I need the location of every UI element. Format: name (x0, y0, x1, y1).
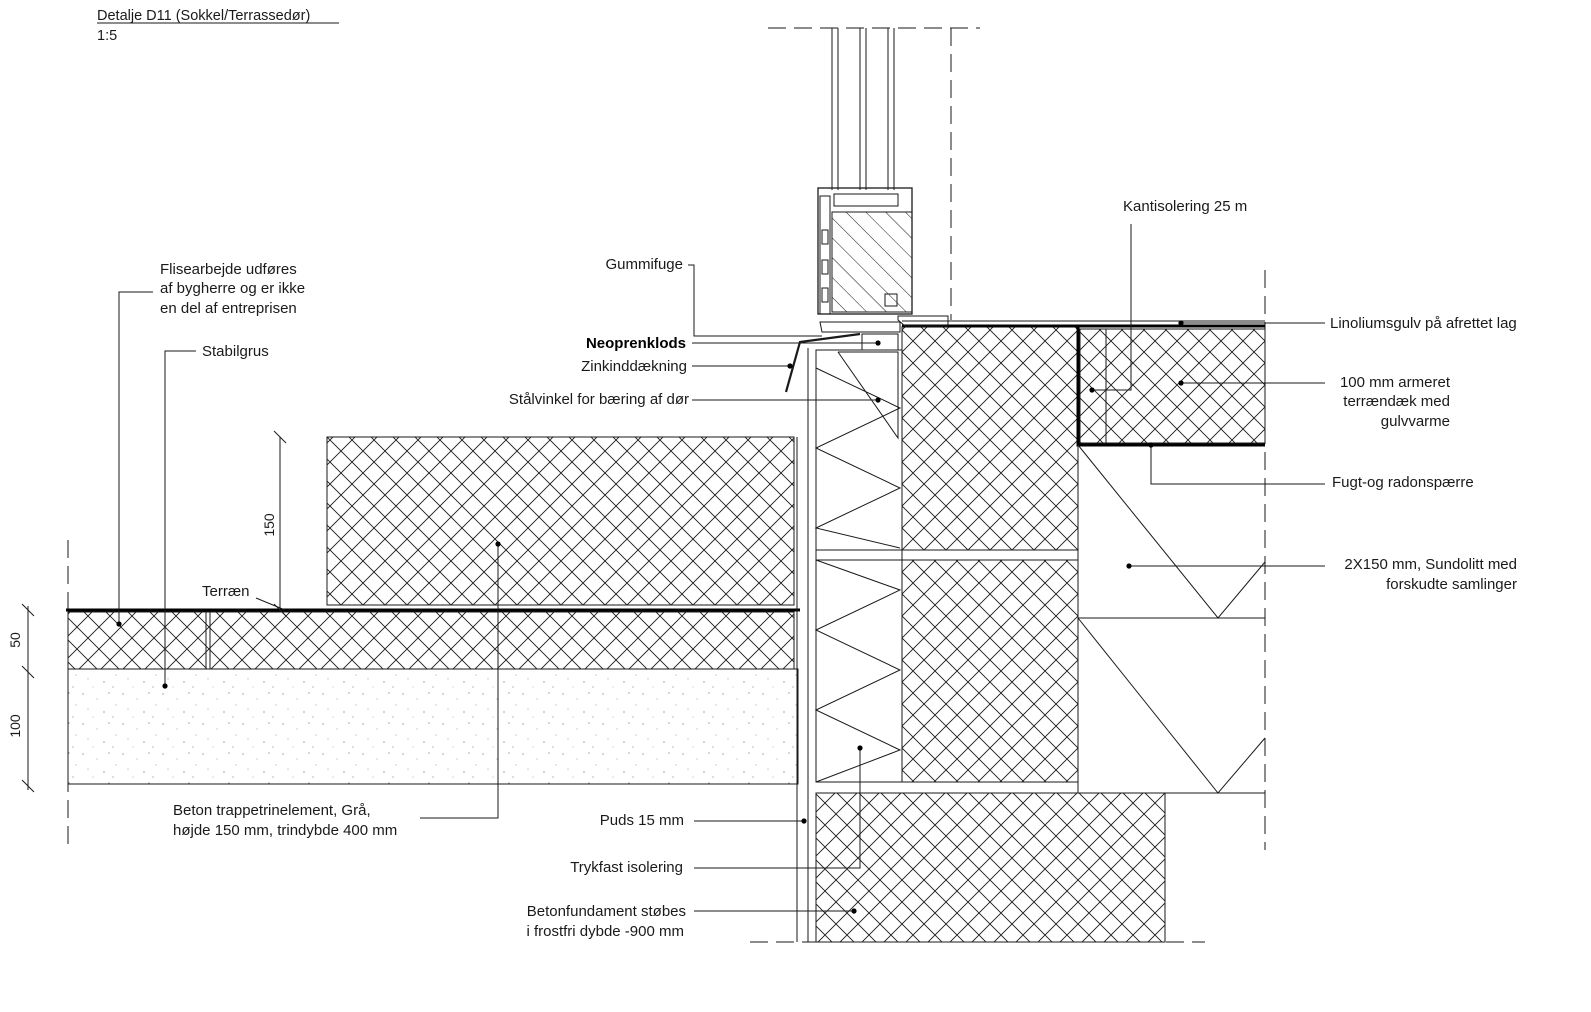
gravel-layer (67, 668, 799, 785)
label-slab-line3: gulvvarme (1381, 413, 1450, 430)
label-linoleum: Linoliumsgulv på afrettet lag (1330, 315, 1517, 332)
foundation-wall-upper (901, 326, 1079, 551)
insulation-zigzag-lower (814, 559, 902, 783)
label-sundolitt-line2: forskudte samlinger (1386, 576, 1517, 593)
label-slab-line2: terrændæk med (1343, 393, 1450, 410)
tile-layer (67, 611, 795, 670)
label-neoprene: Neoprenklods (586, 335, 686, 352)
label-step-line1: Beton trappetrinelement, Grå, (173, 802, 371, 819)
leaders-center (688, 264, 881, 914)
label-pressure-insulation: Trykfast isolering (570, 859, 683, 876)
dimension-step-value: 150 (261, 513, 277, 537)
leaders-right (1089, 224, 1325, 569)
label-rubber-joint: Gummifuge (605, 256, 683, 273)
label-steel-angle: Stålvinkel for bæring af dør (509, 391, 689, 408)
dimension-tile-value: 50 (7, 632, 23, 648)
label-terrain: Terræn (202, 583, 250, 600)
label-membrane: Fugt-og radonspærre (1332, 474, 1474, 491)
dimension-gravel-value: 100 (7, 714, 23, 738)
foundation-wall-lower (901, 559, 1079, 783)
zinc-flashing (784, 332, 861, 393)
steel-angle (837, 351, 899, 440)
dimension-layers (21, 603, 35, 793)
label-gravel: Stabilgrus (202, 343, 269, 360)
label-zinc: Zinkinddækning (581, 358, 687, 375)
neoprene-block (861, 333, 899, 351)
terrace-door-frame (817, 28, 949, 333)
edge-insulation (1079, 328, 1107, 444)
drawing-title: Detalje D11 (Sokkel/Terrassedør) (97, 8, 310, 24)
label-sundolitt-line1: 2X150 mm, Sundolitt med (1344, 556, 1517, 573)
label-foundation-line2: i frostfri dybde -900 mm (526, 923, 684, 940)
label-tiles-line3: en del af entreprisen (160, 300, 297, 317)
label-slab-line1: 100 mm armeret (1340, 374, 1451, 391)
concrete-foundation (815, 792, 1166, 943)
pressure-insulation (815, 349, 903, 783)
label-tiles-line1: Flisearbejde udføres (160, 261, 297, 278)
concrete-step (326, 436, 795, 606)
label-plaster: Puds 15 mm (600, 812, 684, 829)
label-step-line2: højde 150 mm, trindybde 400 mm (173, 822, 397, 839)
drawing-scale: 1:5 (97, 28, 117, 44)
label-foundation-line1: Betonfundament støbes (527, 903, 686, 920)
insulation-zigzag-upper (814, 367, 902, 549)
label-edge-insulation: Kantisolering 25 m (1123, 198, 1247, 215)
sundolitt-insulation (1077, 444, 1266, 794)
floor-slab (1105, 328, 1266, 444)
leaders-left (116, 291, 501, 819)
label-tiles-line2: af bygherre og er ikke (160, 280, 305, 297)
